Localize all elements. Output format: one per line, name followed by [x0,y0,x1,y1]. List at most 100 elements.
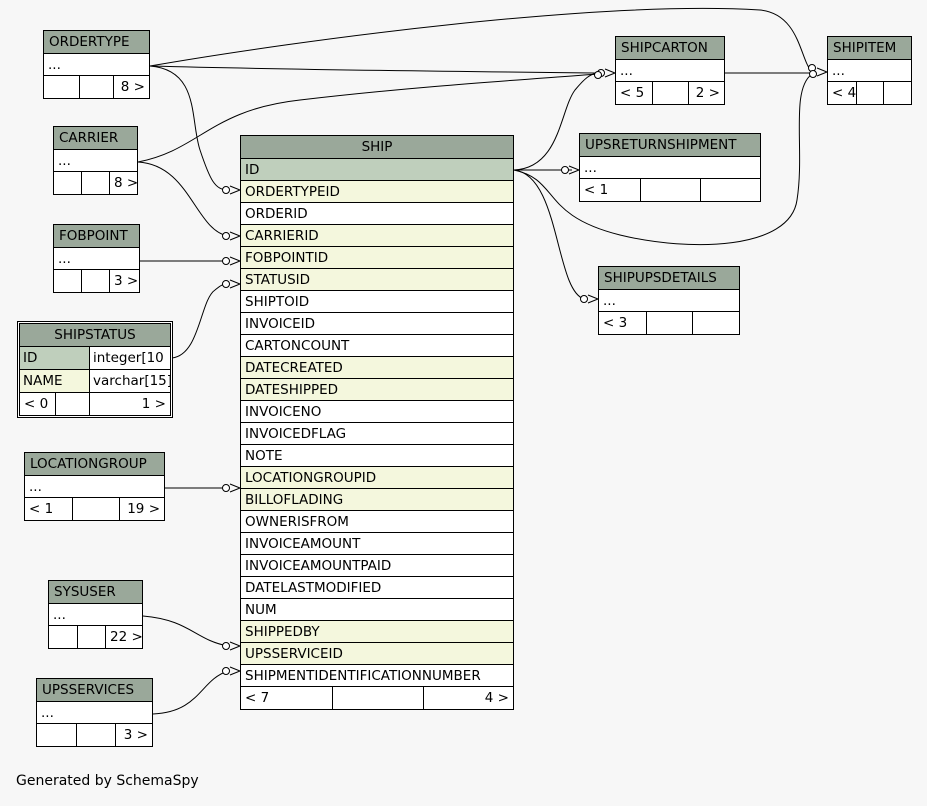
table-carrier[interactable]: CARRIER ... 8 > [53,126,138,195]
table-footer: < 0 1 > [20,393,170,415]
column-invoiceamount: INVOICEAMOUNT [241,533,513,555]
table-footer: 22 > [49,626,142,648]
table-row: ... [828,60,911,82]
table-upsservices[interactable]: UPSSERVICES ... 3 > [36,678,153,747]
crowfoot [587,294,600,304]
footer-cell [641,179,701,201]
edge-ship-shipitem [513,73,813,246]
column-num: NUM [241,599,513,621]
table-row: ... [599,290,739,312]
table-footer: 3 > [37,724,152,746]
footer-cell: 19 > [127,501,160,517]
edge-end-circle [561,166,569,174]
edge-ordertype-shipcarton [149,65,599,74]
footer-cell: 8 > [114,175,137,191]
column-datecreated: DATECREATED [241,357,513,379]
footer-cell: < 5 [616,82,653,104]
crowfoot [229,483,242,493]
column-row-name: NAME varchar[15] [20,370,170,393]
crowfoot [229,641,242,651]
footer-cell: < 1 [25,498,73,520]
edge-end-circle [222,186,230,194]
edge-end-circle [580,295,588,303]
table-footer: < 1 19 > [25,498,164,520]
footer-cell [73,498,120,520]
column-invoiceno: INVOICENO [241,401,513,423]
footer-cell: < 0 [20,393,56,415]
crowfoot [229,279,242,289]
edge-ship-shipupsdetails [513,169,585,300]
table-ordertype[interactable]: ORDERTYPE ... 8 > [43,30,150,99]
table-row: ... [44,54,149,76]
table-title: SHIPUPSDETAILS [599,267,739,290]
column-row-id: ID integer[10 [20,347,170,370]
footer-cell: < 7 [241,687,333,709]
edge-end-circle [222,667,230,675]
edge-end-circle [809,70,817,78]
footer-cell [693,312,739,334]
table-title: SHIP [241,136,513,159]
column-statusid: STATUSID [241,269,513,291]
table-footer: < 5 2 > [616,82,724,104]
column-invoiceid: INVOICEID [241,313,513,335]
crowfoot [229,231,242,241]
table-row: ... [25,476,164,498]
footer-cell [82,270,110,292]
table-title: UPSSERVICES [37,679,152,702]
column-name: ID [20,347,90,369]
footer-cell: 2 > [695,85,720,101]
table-sysuser[interactable]: SYSUSER ... 22 > [48,580,143,649]
table-title: SHIPITEM [828,37,911,60]
table-title: SHIPCARTON [616,37,724,60]
column-id: ID [241,159,513,181]
table-locationgroup[interactable]: LOCATIONGROUP ... < 1 19 > [24,452,165,521]
footer-cell [44,76,80,98]
column-shipmentidentificationnumber: SHIPMENTIDENTIFICATIONNUMBER [241,665,513,687]
table-title: UPSRETURNSHIPMENT [580,134,760,157]
table-footer: 3 > [54,270,139,292]
footer-cell [333,687,424,709]
table-title: FOBPOINT [54,225,139,248]
footer-cell [653,82,689,104]
column-shiptoid: SHIPTOID [241,291,513,313]
edge-end-circle [222,484,230,492]
crowfoot [229,666,242,676]
column-carrierid: CARRIERID [241,225,513,247]
crowfoot [229,256,242,266]
edge-end-circle [222,280,230,288]
column-type: varchar[15] [90,370,170,392]
table-shipitem[interactable]: SHIPITEM ... < 4 [827,36,912,105]
footer-cell [49,626,78,648]
edge-end-circle [594,71,602,79]
column-ordertypeid: ORDERTYPEID [241,181,513,203]
footer-cell [857,82,884,104]
column-note: NOTE [241,445,513,467]
edge-carrier-ship [137,161,229,237]
footer-cell [77,724,116,746]
footer-cell [37,724,77,746]
edge-ordertype-ship [149,65,229,191]
column-billoflading: BILLOFLADING [241,489,513,511]
edge-ship-shipcarton [513,72,599,171]
table-shipcarton[interactable]: SHIPCARTON ... < 5 2 > [615,36,725,105]
footer-cell [80,76,114,98]
table-shipstatus[interactable]: SHIPSTATUS ID integer[10 NAME varchar[15… [17,321,173,418]
column-dateshipped: DATESHIPPED [241,379,513,401]
table-shipupsdetails[interactable]: SHIPUPSDETAILS ... < 3 [598,266,740,335]
column-type: integer[10 [90,347,170,369]
column-name: NAME [20,370,90,392]
table-row: ... [54,248,139,270]
edge-end-circle [222,642,230,650]
table-upsreturnshipment[interactable]: UPSRETURNSHIPMENT ... < 1 [579,133,761,202]
crowfoot [816,67,829,77]
footer-cell [56,393,90,415]
column-invoiceamountpaid: INVOICEAMOUNTPAID [241,555,513,577]
footer-cell [884,82,911,104]
column-datelastmodified: DATELASTMODIFIED [241,577,513,599]
footer-cell: 3 > [123,727,148,743]
table-fobpoint[interactable]: FOBPOINT ... 3 > [53,224,140,293]
edge-end-circle [222,257,230,265]
footer-cell: < 4 [828,82,857,104]
